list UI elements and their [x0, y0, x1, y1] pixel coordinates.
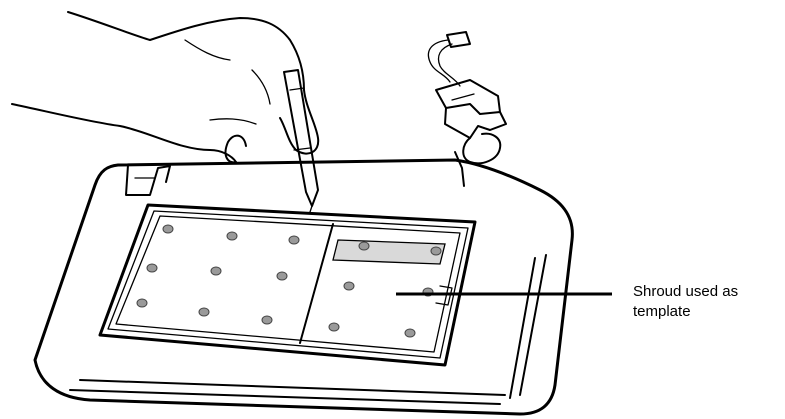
- callout-label: Shroud used as template: [633, 282, 783, 322]
- shroud-template: [100, 205, 475, 365]
- control-panel-icon: [35, 160, 572, 414]
- hand-holding-pen-icon: [12, 12, 318, 162]
